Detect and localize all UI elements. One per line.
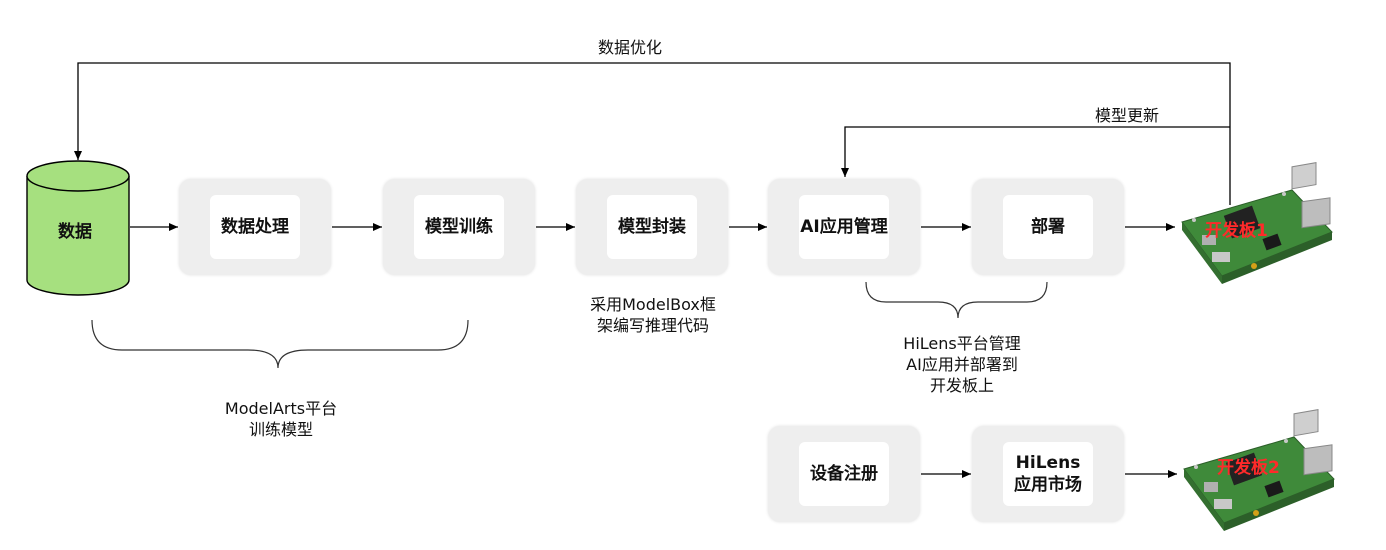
hilens-market-label: HiLens 应用市场: [1003, 442, 1093, 506]
model-training-label: 模型训练: [414, 195, 504, 259]
model-update-arrow: [841, 126, 1230, 177]
dev-board-1-image: [1181, 162, 1333, 284]
device-registration-label: 设备注册: [799, 442, 889, 506]
hilens-note-line3: 开发板上: [929, 376, 994, 395]
ai-app-management-label: AI应用管理: [799, 195, 889, 259]
data-processing-label: 数据处理: [210, 195, 300, 259]
modelbox-note: 采用ModelBox框 架编写推理代码: [568, 294, 738, 336]
data-optimization-arrow: [74, 62, 1231, 205]
model-update-label: 模型更新: [1095, 106, 1160, 125]
hilens-brace: [865, 281, 1048, 319]
modelbox-note-line1: 采用ModelBox框: [590, 295, 716, 314]
hilens-market-line2: 应用市场: [1014, 475, 1082, 495]
data-processing-box: 数据处理: [179, 179, 331, 275]
hilens-market-box: HiLens 应用市场: [972, 426, 1124, 522]
model-packaging-label: 模型封装: [607, 195, 697, 259]
deploy-box: 部署: [972, 179, 1124, 275]
data-node-label: 数据: [58, 222, 92, 242]
modelarts-note-line2: 训练模型: [248, 420, 313, 439]
hilens-note-line1: HiLens平台管理: [903, 334, 1021, 353]
ai-app-management-box: AI应用管理: [768, 179, 920, 275]
dev-board-2-image: [1183, 409, 1335, 531]
device-registration-box: 设备注册: [768, 426, 920, 522]
hilens-note: HiLens平台管理 AI应用并部署到 开发板上: [877, 333, 1047, 396]
board2-label: 开发板2: [1217, 458, 1280, 478]
data-cylinder: [26, 160, 130, 296]
model-packaging-box: 模型封装: [576, 179, 728, 275]
deploy-label: 部署: [1003, 195, 1093, 259]
data-optimization-label: 数据优化: [598, 38, 663, 57]
modelarts-brace: [91, 319, 469, 369]
hilens-market-line1: HiLens: [1015, 453, 1081, 473]
board1-label: 开发板1: [1205, 221, 1268, 241]
modelarts-note: ModelArts平台 训练模型: [196, 398, 366, 440]
modelarts-note-line1: ModelArts平台: [224, 399, 338, 418]
modelbox-note-line2: 架编写推理代码: [596, 316, 709, 335]
model-training-box: 模型训练: [383, 179, 535, 275]
hilens-note-line2: AI应用并部署到: [906, 355, 1018, 374]
